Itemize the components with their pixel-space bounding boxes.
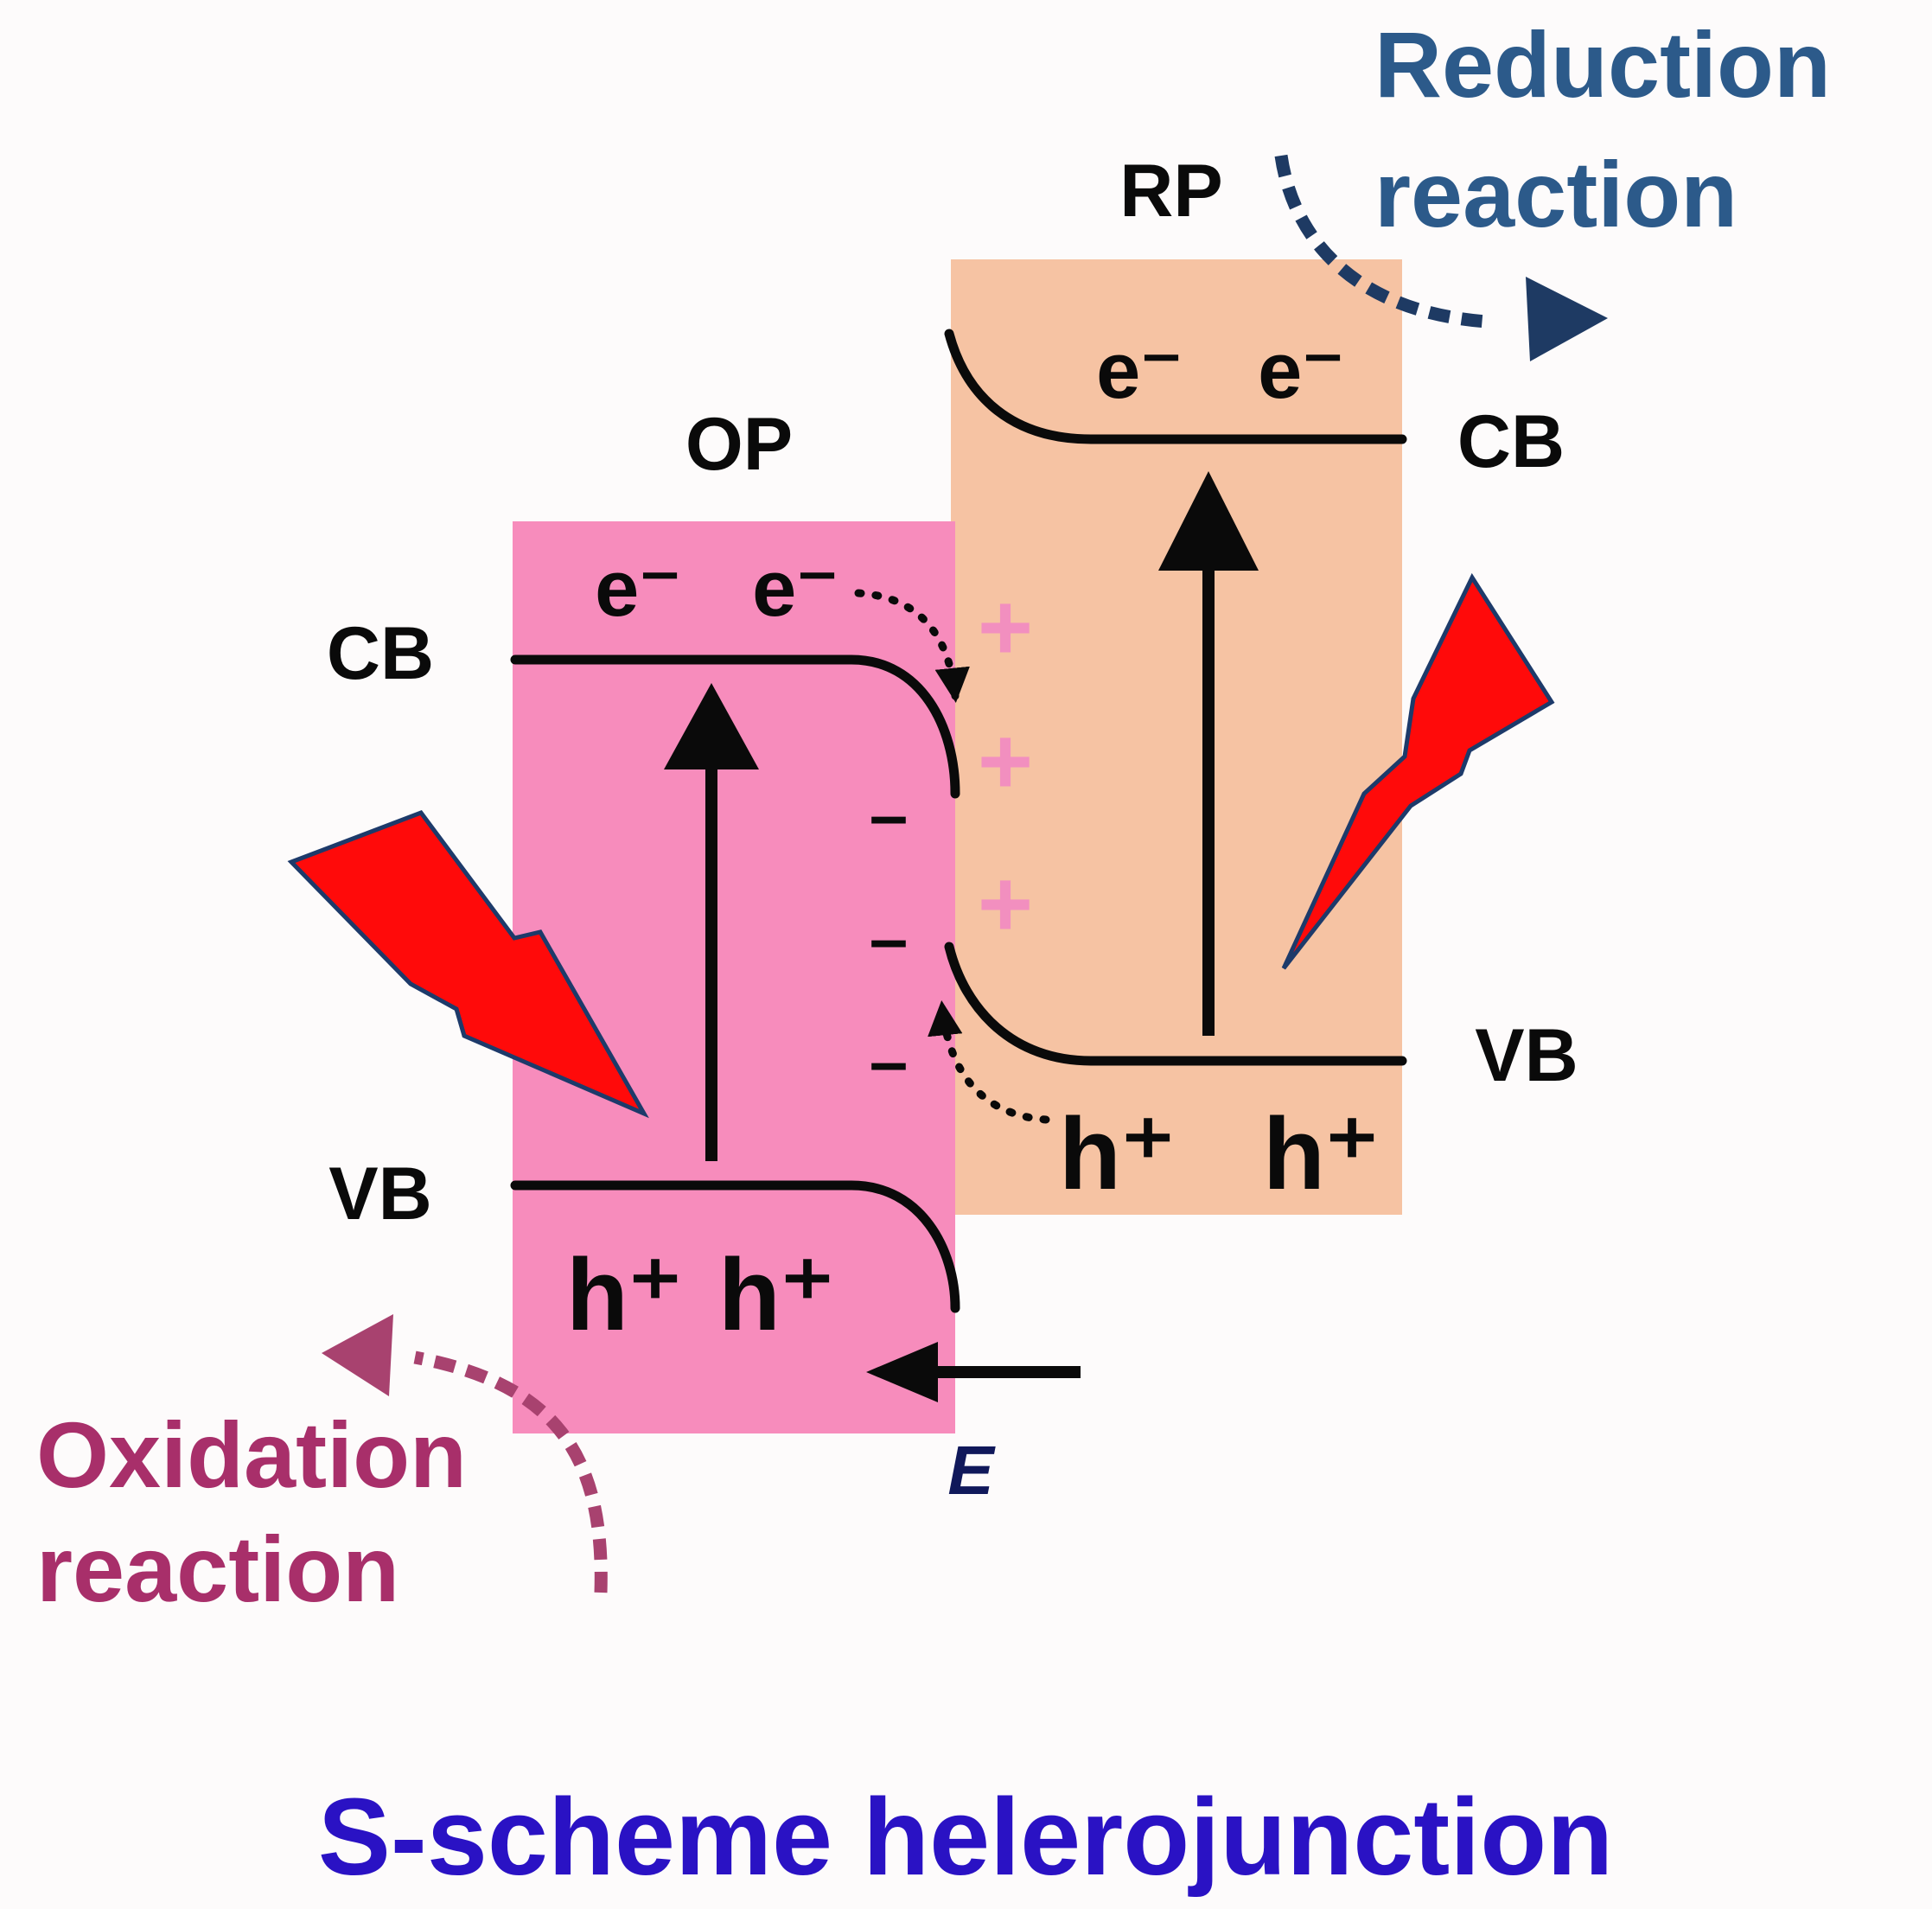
- rp-cb-band: [944, 329, 1407, 444]
- reduction-label-line2: reaction: [1374, 142, 1738, 246]
- rp-hole: h⁺: [1263, 1097, 1379, 1211]
- positive-charge: +: [978, 574, 1033, 680]
- negative-charge: –: [870, 900, 909, 977]
- op-hole: h⁺: [566, 1238, 682, 1352]
- op-vb-label: VB: [328, 1152, 431, 1235]
- lightning-right-icon: [1281, 572, 1555, 970]
- internal-field-arrow: [866, 1342, 1081, 1402]
- rp-excitation-arrow: [1158, 471, 1259, 1036]
- rp-vb-band: [944, 942, 1407, 1066]
- oxidation-label-line2: reaction: [36, 1516, 399, 1621]
- rp-vb-label: VB: [1475, 1014, 1578, 1097]
- negative-charge: –: [870, 776, 909, 853]
- op-electron: e⁻: [752, 545, 838, 633]
- op-block: [513, 521, 955, 1433]
- op-label: OP: [685, 403, 793, 486]
- op-electron: e⁻: [595, 545, 681, 633]
- rp-hole: h⁺: [1059, 1097, 1175, 1211]
- negative-charges: – – –: [870, 776, 909, 1100]
- lightning-left-icon: [287, 809, 649, 1119]
- op-excitation-arrow: [664, 683, 759, 1161]
- positive-charges: + + +: [978, 574, 1033, 957]
- rp-cb-label: CB: [1457, 400, 1565, 483]
- rp-label: RP: [1119, 150, 1222, 233]
- reduction-label-line1: Reduction: [1374, 12, 1831, 117]
- field-label-e: E: [947, 1432, 996, 1509]
- hole-transfer-dotted-arrow: [928, 999, 1050, 1124]
- diagram-title: S-scheme helerojunction: [318, 1776, 1613, 1898]
- op-cb-band: [510, 654, 960, 799]
- op-vb-band: [510, 1180, 960, 1313]
- reduction-dashed-arrow: [1274, 154, 1608, 361]
- positive-charge: +: [978, 708, 1033, 814]
- rp-block: [951, 259, 1402, 1215]
- positive-charge: +: [978, 851, 1033, 957]
- rp-electron: e⁻: [1096, 327, 1183, 415]
- electron-transfer-dotted-arrow: [854, 589, 970, 704]
- op-cb-label: CB: [327, 612, 434, 695]
- oxidation-label-line1: Oxidation: [36, 1402, 467, 1507]
- negative-charge: –: [870, 1023, 909, 1100]
- oxidation-dashed-arrow: [322, 1314, 608, 1593]
- rp-electron: e⁻: [1258, 327, 1344, 415]
- op-hole: h⁺: [718, 1238, 834, 1352]
